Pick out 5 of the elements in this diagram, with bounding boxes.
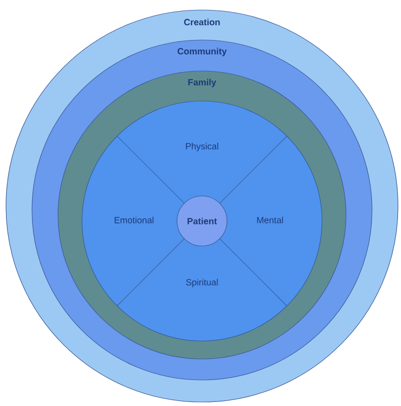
sector-label: Emotional [114, 216, 154, 224]
inner-circle [82, 100, 322, 342]
sector-label: Mental [257, 216, 283, 224]
sector-label: Spiritual [186, 278, 218, 288]
sector-label: Physical [186, 142, 218, 152]
